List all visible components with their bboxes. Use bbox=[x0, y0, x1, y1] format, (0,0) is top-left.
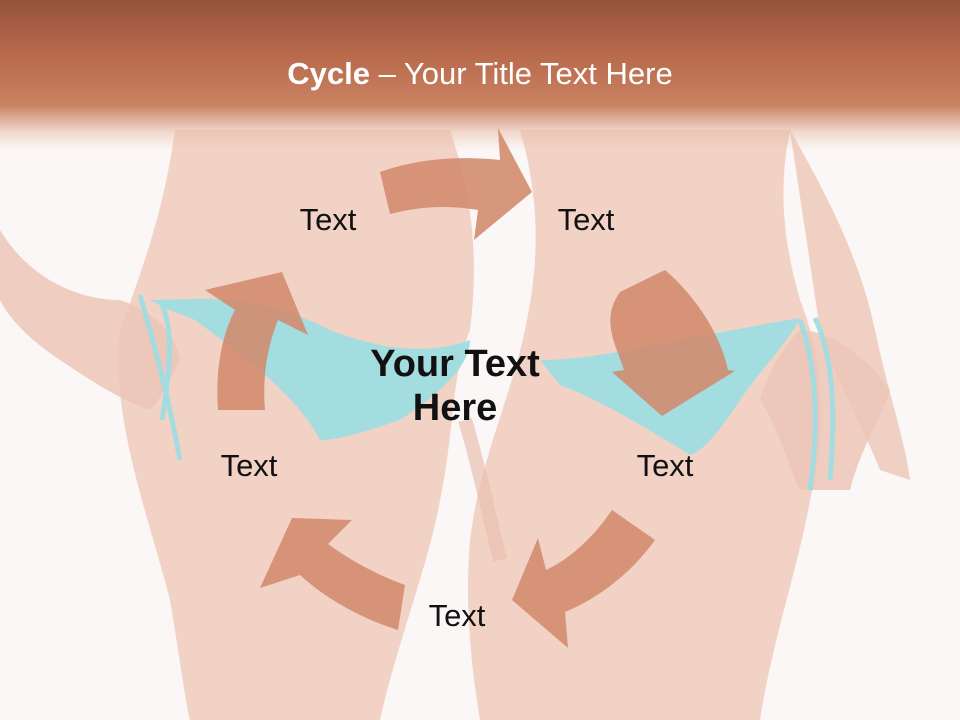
cycle-node-1-label: Text bbox=[299, 202, 357, 237]
title-band bbox=[0, 0, 960, 150]
cycle-node-5-label: Text bbox=[220, 448, 278, 483]
cycle-arrow-5 bbox=[205, 272, 308, 410]
cycle-arrow-3 bbox=[512, 510, 655, 648]
cycle-node-3-label: Text bbox=[636, 448, 694, 483]
cycle-arrow-1 bbox=[380, 128, 532, 240]
cycle-node-4-label: Text bbox=[428, 598, 486, 633]
title-strong: Cycle bbox=[287, 56, 370, 91]
title-rest: – Your Title Text Here bbox=[370, 56, 673, 91]
cycle-arrow-4 bbox=[260, 518, 405, 630]
center-text: Your Text Here bbox=[300, 342, 610, 430]
center-text-line-1: Your Text bbox=[370, 343, 540, 385]
cycle-arrow-2 bbox=[610, 270, 735, 416]
cycle-node-2-label: Text bbox=[557, 202, 615, 237]
center-text-line-2: Here bbox=[412, 387, 498, 429]
slide-title: Cycle – Your Title Text Here bbox=[0, 54, 960, 94]
